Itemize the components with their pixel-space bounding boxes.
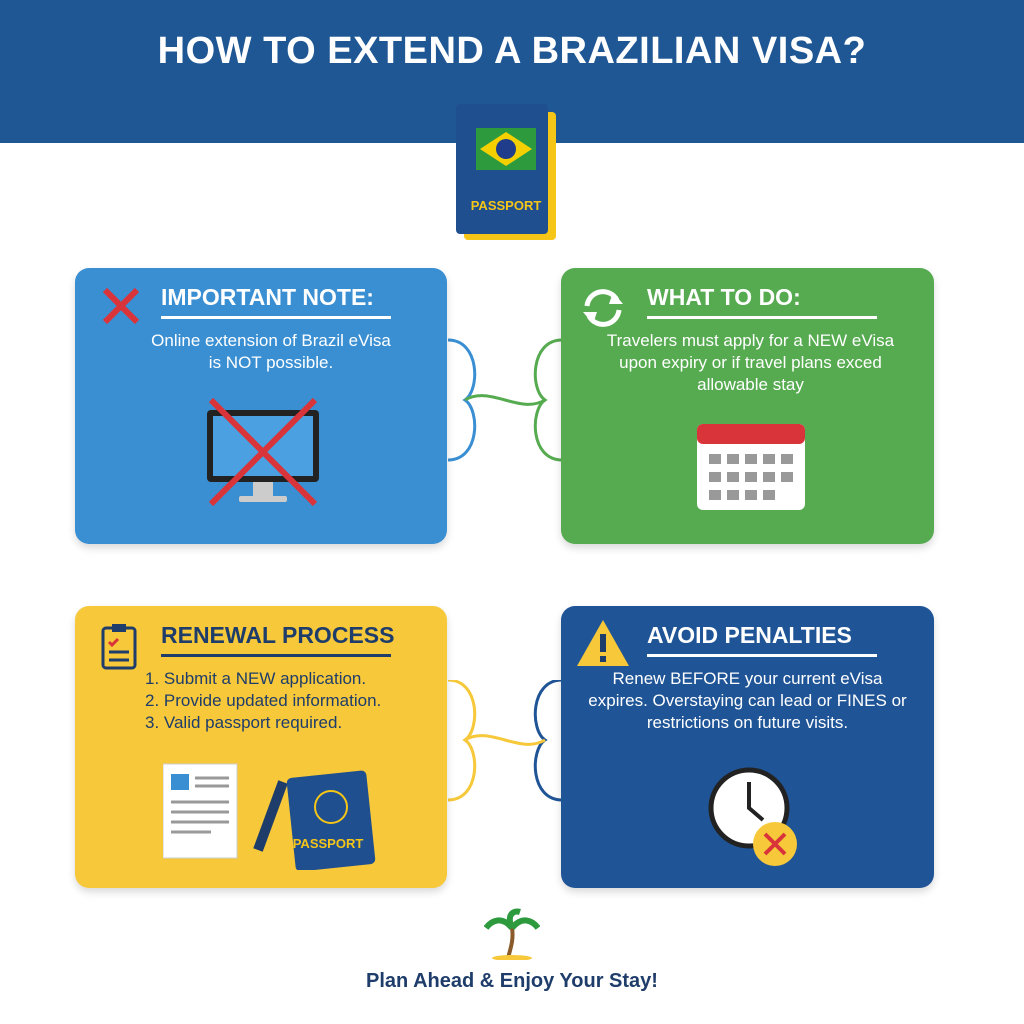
documents-illustration: PASSPORT bbox=[163, 763, 376, 870]
steps-list: 1. Submit a NEW application. 2. Provide … bbox=[145, 668, 431, 734]
step-item: 1. Submit a NEW application. bbox=[145, 669, 367, 688]
passport-book-label: PASSPORT bbox=[293, 836, 364, 851]
card-body: Travelers must apply for a NEW eVisa upo… bbox=[606, 331, 895, 394]
card-title: IMPORTANT NOTE: bbox=[161, 284, 391, 319]
passport-label: PASSPORT bbox=[471, 198, 542, 213]
footer-text: Plan Ahead & Enjoy Your Stay! bbox=[366, 970, 658, 992]
card-title: AVOID PENALTIES bbox=[647, 622, 877, 657]
refresh-icon bbox=[583, 289, 623, 327]
card-renewal-process: RENEWAL PROCESS 1. Submit a NEW applicat… bbox=[75, 606, 447, 888]
card-body: Online extension of Brazil eVisa is NOT … bbox=[151, 331, 391, 372]
card-what-to-do: WHAT TO DO: Travelers must apply for a N… bbox=[561, 268, 934, 544]
card-avoid-penalties: AVOID PENALTIES Renew BEFORE your curren… bbox=[561, 606, 934, 888]
x-icon bbox=[102, 287, 140, 325]
card-title: RENEWAL PROCESS bbox=[161, 622, 394, 657]
step-item: 3. Valid passport required. bbox=[145, 713, 343, 732]
card-body: Renew BEFORE your current eVisa expires.… bbox=[588, 669, 907, 732]
page-title: HOW TO EXTEND A BRAZILIAN VISA? bbox=[157, 30, 867, 72]
step-item: 2. Provide updated information. bbox=[145, 691, 382, 710]
palm-tree-icon bbox=[484, 908, 540, 960]
card-important-note: IMPORTANT NOTE: Online extension of Braz… bbox=[75, 268, 447, 544]
card-title: WHAT TO DO: bbox=[647, 284, 877, 319]
monitor-crossed-icon bbox=[207, 397, 319, 507]
calendar-icon bbox=[697, 424, 805, 510]
connector-bottom bbox=[447, 680, 563, 802]
warning-icon bbox=[577, 620, 629, 666]
clipboard-icon bbox=[101, 624, 137, 670]
clock-penalty-icon bbox=[708, 767, 797, 866]
passport-book-icon: PASSPORT bbox=[286, 770, 376, 870]
connector-top bbox=[447, 338, 563, 462]
passport-icon: PASSPORT bbox=[456, 104, 556, 240]
